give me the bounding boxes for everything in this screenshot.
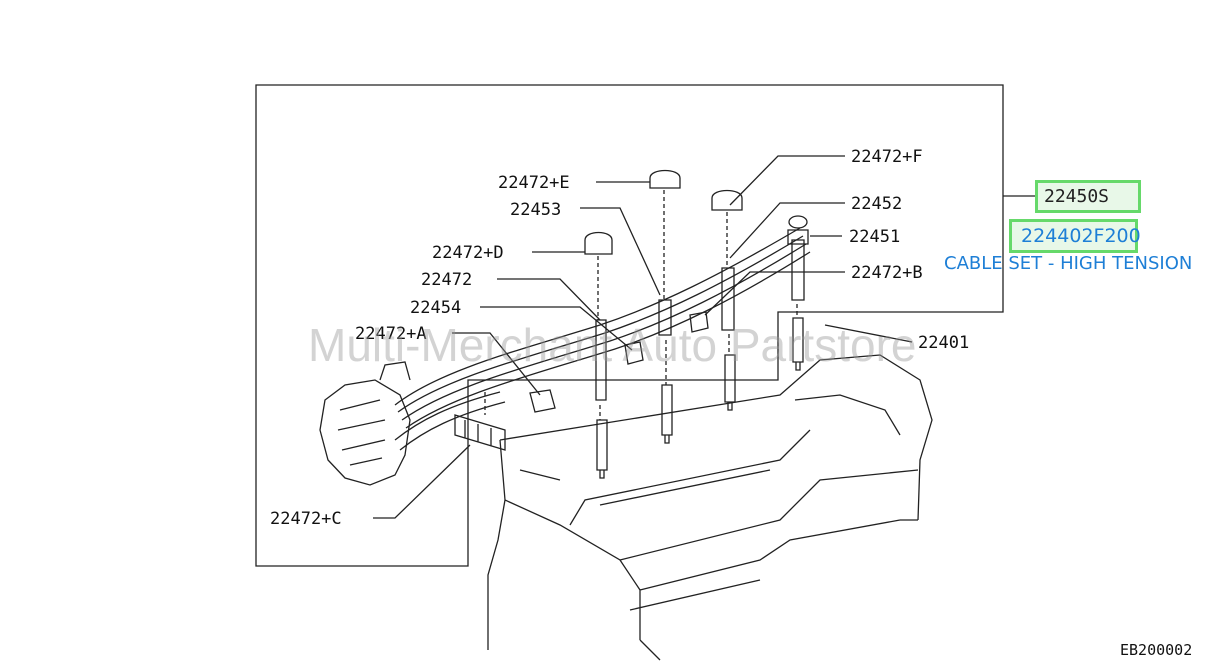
part-number-box[interactable]: 224402F200	[1009, 219, 1141, 253]
label-22452: 22452	[851, 194, 902, 214]
clip-b	[689, 311, 709, 333]
label-22451: 22451	[849, 227, 900, 247]
part-description: CABLE SET - HIGH TENSION	[944, 253, 1193, 274]
engine-body	[487, 354, 933, 661]
label-22472-e: 22472+E	[498, 173, 570, 193]
spark-plug-2	[661, 384, 673, 444]
clip-e	[649, 169, 681, 189]
label-22454: 22454	[410, 298, 461, 318]
clip-d	[584, 231, 613, 255]
lead-1	[595, 319, 607, 401]
part-number-link[interactable]: 224402F200	[1021, 225, 1141, 247]
spark-plug-1	[596, 419, 608, 479]
cable-bundle	[394, 227, 811, 429]
lead-4	[791, 239, 805, 301]
assembly-number-box[interactable]: 22450S	[1035, 180, 1141, 213]
clip-a	[529, 389, 556, 413]
spark-plug-3	[724, 354, 736, 411]
clip-f	[711, 189, 743, 211]
assembly-number: 22450S	[1044, 186, 1110, 207]
label-22453: 22453	[510, 200, 561, 220]
clip-c	[454, 414, 506, 451]
label-22472-a: 22472+A	[355, 324, 427, 344]
lead-3	[721, 267, 735, 331]
assembly-outline	[255, 84, 1004, 567]
figure-code: EB200002	[1120, 641, 1193, 659]
label-22401: 22401	[918, 333, 969, 353]
watermark: Multi-Merchant Auto Partstore	[308, 319, 917, 371]
label-22472-b: 22472+B	[851, 263, 923, 283]
intake	[319, 361, 411, 486]
lead-2	[658, 299, 672, 336]
label-22472-c: 22472+C	[270, 509, 342, 529]
label-22472: 22472	[421, 270, 472, 290]
spark-plug-4	[792, 317, 804, 371]
label-22472-d: 22472+D	[432, 243, 504, 263]
label-22472-f: 22472+F	[851, 147, 923, 167]
clip-mid	[624, 341, 644, 365]
